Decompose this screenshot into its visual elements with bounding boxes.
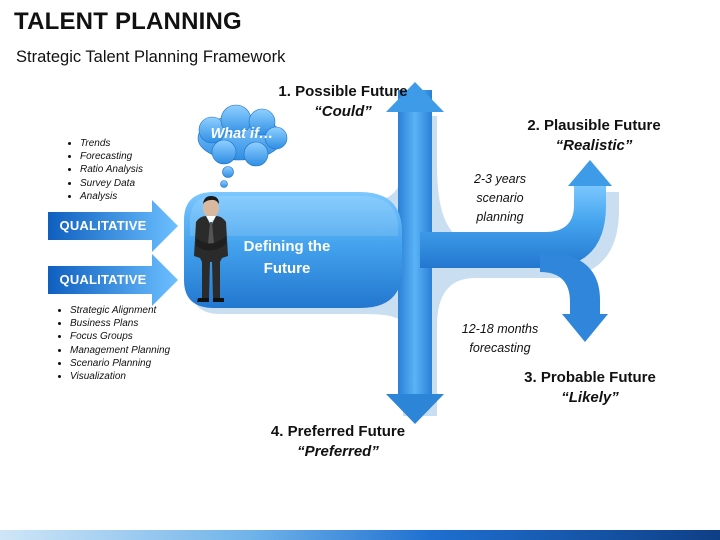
center-label: Defining the Future [232, 236, 342, 280]
footer-gradient-strip [0, 530, 720, 540]
arrow-head-possible [386, 82, 444, 112]
future-title: 1. Possible Future [278, 83, 408, 100]
note-line: 2-3 years [473, 172, 527, 186]
note-line: planning [476, 210, 524, 224]
bullet-item: Scenario Planning [70, 357, 170, 370]
qualitative-label-top: QUALITATIVE [59, 218, 147, 233]
timeframe-note-scenario: 2-3 years scenario planning [458, 170, 542, 227]
businessman-figure [194, 196, 228, 302]
future-title: 2. Plausible Future [527, 117, 661, 134]
probable-branch [540, 252, 600, 315]
page-title: TALENT PLANNING [14, 8, 242, 35]
bullet-item: Focus Groups [70, 330, 170, 343]
future-subtitle: “Preferred” [297, 443, 379, 460]
thought-bubble-cloud [197, 104, 288, 188]
future-subtitle: “Likely” [561, 389, 619, 406]
page-subtitle: Strategic Talent Planning Framework [16, 48, 286, 66]
future-label-plausible: 2. Plausible Future “Realistic” [518, 116, 670, 156]
arrow-head-plausible [568, 160, 612, 186]
bullet-item: Visualization [70, 370, 170, 383]
bullet-item: Survey Data [80, 177, 143, 190]
arrow-head-preferred [386, 394, 444, 424]
future-label-preferred: 4. Preferred Future “Preferred” [258, 422, 418, 462]
thought-bubble-text: What if… [210, 126, 274, 142]
qualitative-label-bottom: QUALITATIVE [59, 272, 147, 287]
arrow-head-probable [562, 314, 608, 342]
bullet-item: Business Plans [70, 317, 170, 330]
future-title: 4. Preferred Future [270, 423, 406, 440]
bullet-item: Trends [80, 137, 143, 150]
future-label-probable: 3. Probable Future “Likely” [512, 368, 668, 408]
center-label-line-1: Defining the [243, 238, 331, 255]
qualitative-input-top [48, 200, 178, 252]
bullet-item: Strategic Alignment [70, 304, 170, 317]
center-label-line-2: Future [263, 260, 311, 277]
bullet-item: Analysis [80, 190, 143, 203]
trunk-arrow [398, 90, 432, 395]
bullet-item: Management Planning [70, 344, 170, 357]
note-line: 12-18 months [461, 322, 539, 336]
bullet-list-top: Trends Forecasting Ratio Analysis Survey… [62, 137, 143, 203]
timeframe-note-forecasting: 12-18 months forecasting [448, 320, 552, 358]
note-line: forecasting [469, 341, 531, 355]
future-label-possible: 1. Possible Future “Could” [268, 82, 418, 122]
bullet-item: Ratio Analysis [80, 163, 143, 176]
bullet-item: Forecasting [80, 150, 143, 163]
horizontal-branch [420, 185, 606, 268]
future-title: 3. Probable Future [524, 369, 656, 386]
qualitative-input-bottom [48, 254, 178, 306]
framework-arrows [184, 82, 612, 424]
future-subtitle: “Could” [314, 103, 372, 120]
center-block [184, 192, 402, 308]
note-line: scenario [476, 191, 524, 205]
bullet-list-bottom: Strategic Alignment Business Plans Focus… [52, 304, 170, 383]
future-subtitle: “Realistic” [555, 137, 633, 154]
